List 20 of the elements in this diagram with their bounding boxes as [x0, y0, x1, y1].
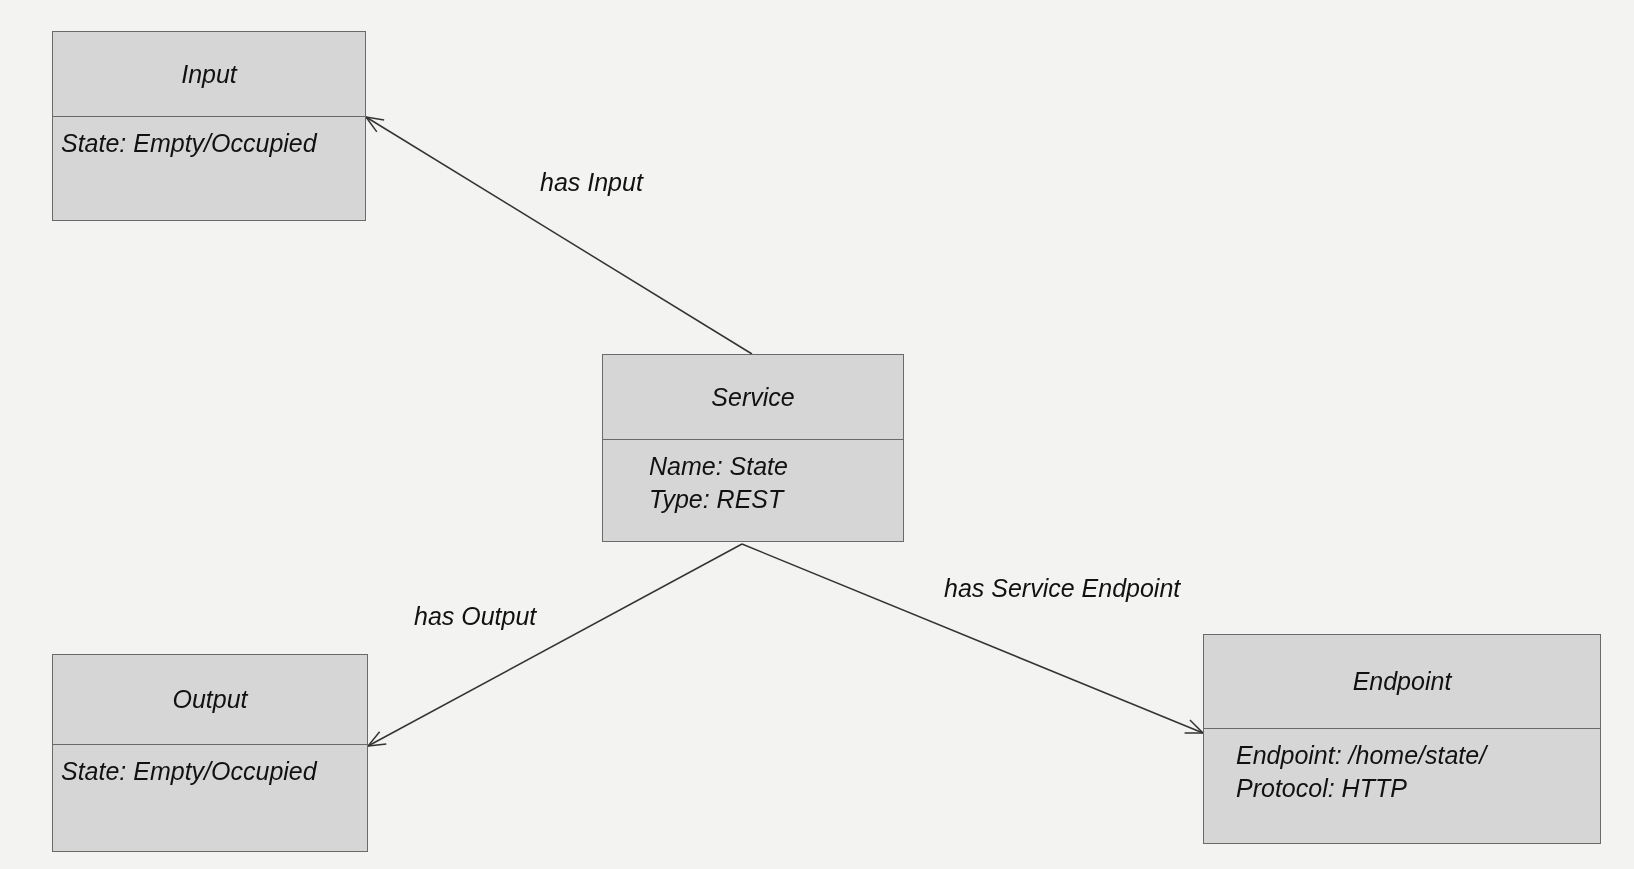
class-box [52, 31, 366, 221]
arrow [741, 543, 1204, 734]
edge-label: has Service Endpoint [944, 574, 1181, 603]
class-name: Endpoint [1352, 667, 1452, 696]
attribute-text: Type: REST [649, 483, 786, 515]
attribute-text: Endpoint: /home/state/ [1236, 740, 1489, 771]
attribute-text: State: Empty/Occupied [61, 756, 319, 787]
class-box [52, 654, 368, 852]
class-box [602, 354, 904, 542]
edge-label: has Output [414, 602, 537, 631]
class-box [1203, 634, 1601, 844]
attribute-text: Name: State [649, 451, 789, 482]
arrow [367, 543, 743, 747]
class-name: Service [711, 382, 795, 412]
attribute-text: Protocol: HTTP [1236, 772, 1408, 804]
edge-label: has Input [540, 168, 643, 197]
attribute-text: State: Empty/Occupied [61, 128, 319, 159]
arrow [365, 116, 753, 355]
class-name: Input [181, 59, 237, 89]
class-name: Output [172, 685, 248, 714]
